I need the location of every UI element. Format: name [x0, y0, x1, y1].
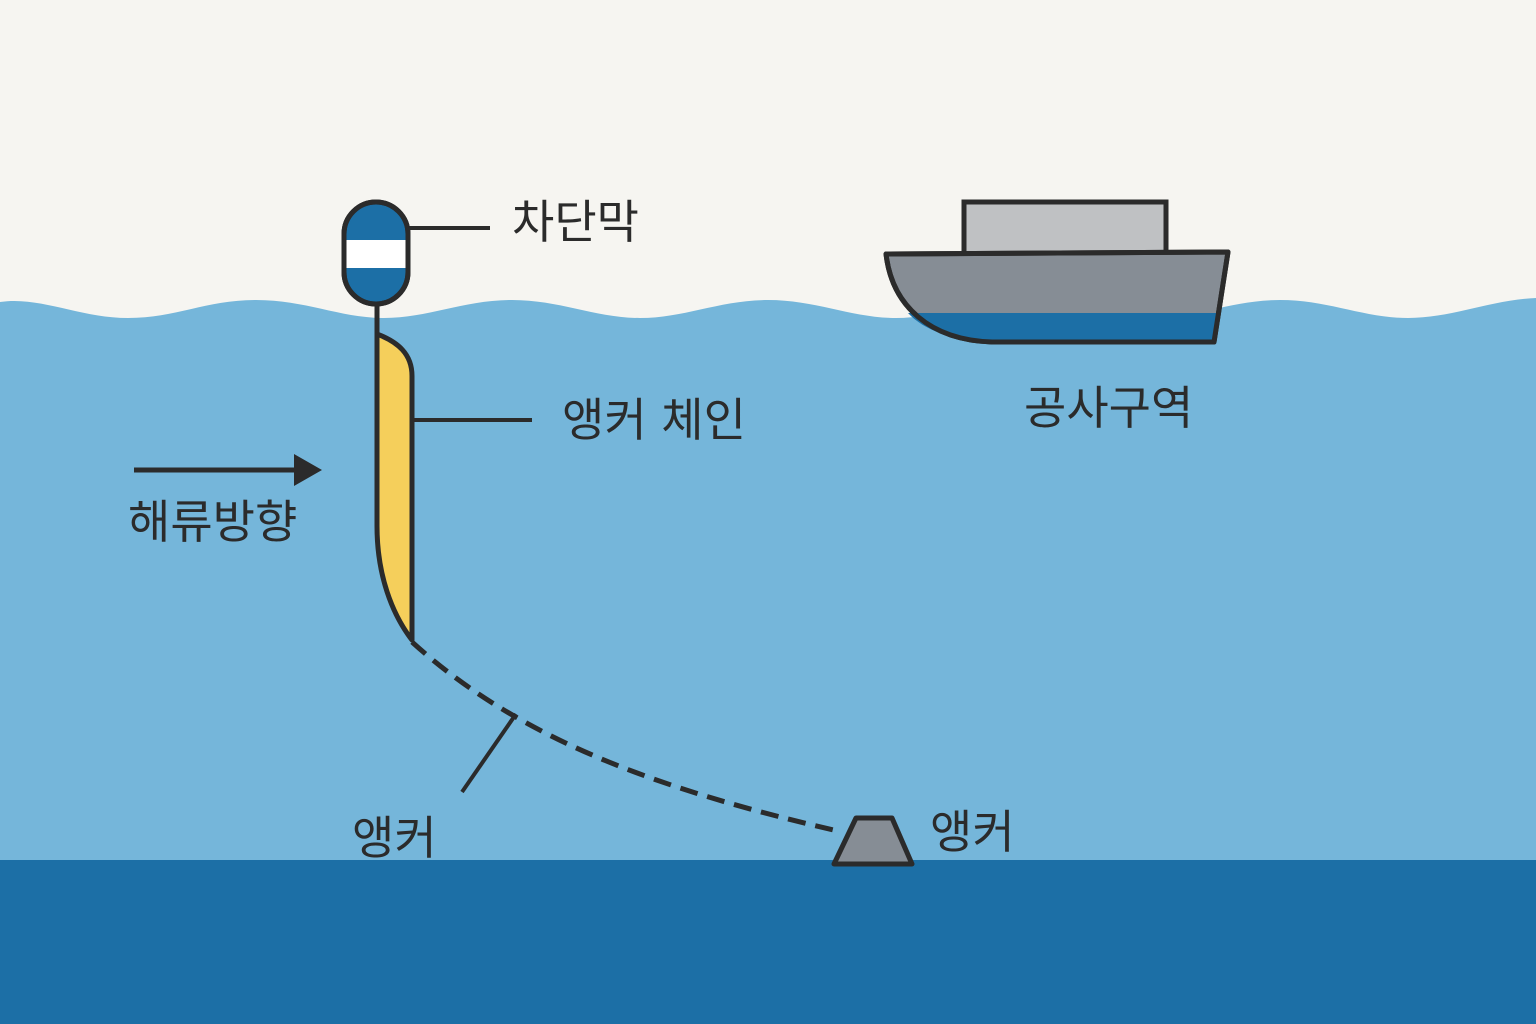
label-barrier: 차단막: [512, 195, 639, 249]
label-construction-zone: 공사구역: [1024, 381, 1193, 435]
buoy: [341, 199, 411, 307]
buoy-outline: [341, 199, 411, 307]
arrow-right-icon: [134, 454, 322, 486]
label-anchor-chain: 앵커 체인: [562, 393, 746, 447]
ship-hull-outline: [883, 249, 1231, 345]
leader-anchor-line: [460, 712, 518, 794]
anchor-block: [831, 815, 915, 867]
label-anchor-block: 앵커: [930, 805, 1015, 859]
ship: [883, 199, 1231, 345]
barrier-skirt: [374, 331, 415, 643]
label-current-direction: 해류방향: [128, 495, 297, 549]
buoy-white-band: [346, 240, 406, 268]
anchor-mooring-line: [410, 640, 843, 835]
ship-cabin: [961, 199, 1169, 261]
label-anchor-line: 앵커: [352, 811, 437, 865]
ship-hull-waterline: [908, 313, 1218, 342]
seabed: [0, 860, 1536, 1024]
